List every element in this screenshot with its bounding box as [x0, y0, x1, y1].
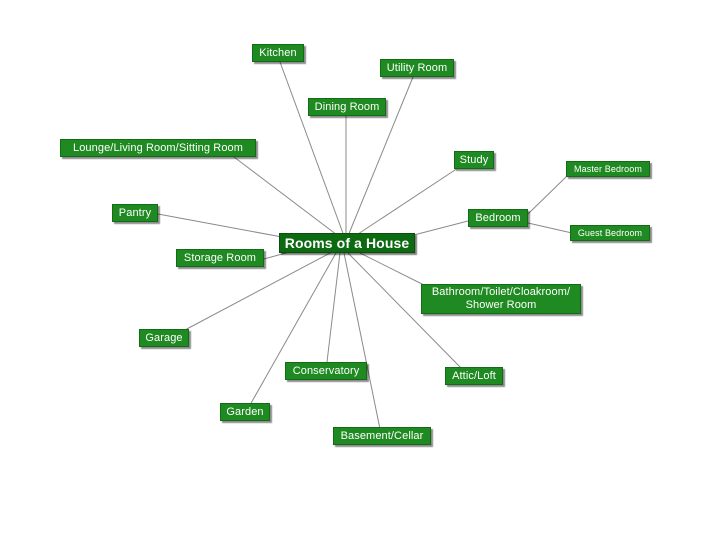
node-conservatory[interactable]: Conservatory — [285, 362, 367, 380]
node-storage-room[interactable]: Storage Room — [176, 249, 264, 267]
node-study[interactable]: Study — [454, 151, 494, 169]
link-bedroom — [409, 220, 469, 237]
link-pantry — [157, 213, 283, 238]
link-garage — [182, 251, 333, 332]
node-bathroom[interactable]: Bathroom/Toilet/Cloakroom/ Shower Room — [421, 284, 581, 314]
link-master-bedroom — [527, 174, 569, 215]
link-guest-bedroom — [527, 222, 573, 234]
node-dining-room[interactable]: Dining Room — [308, 98, 386, 116]
node-garden[interactable]: Garden — [220, 403, 270, 421]
node-garage[interactable]: Garage — [139, 329, 189, 347]
link-bathroom — [359, 252, 425, 286]
link-conservatory — [326, 252, 341, 363]
node-utility-room[interactable]: Utility Room — [380, 59, 454, 77]
link-kitchen — [279, 61, 345, 237]
link-study — [351, 167, 459, 239]
node-master-bedroom[interactable]: Master Bedroom — [566, 161, 650, 177]
node-kitchen[interactable]: Kitchen — [252, 44, 304, 62]
node-bathroom-line-2: Shower Room — [465, 299, 537, 311]
node-pantry[interactable]: Pantry — [112, 204, 158, 222]
link-basement-cellar — [343, 252, 381, 430]
link-attic-loft — [347, 252, 463, 370]
link-garden — [249, 252, 337, 406]
node-lounge[interactable]: Lounge/Living Room/Sitting Room — [60, 139, 256, 157]
link-lounge — [233, 156, 342, 239]
link-utility-room — [347, 76, 414, 237]
node-central-topic[interactable]: Rooms of a House — [279, 233, 415, 253]
node-attic-loft[interactable]: Attic/Loft — [445, 367, 503, 385]
node-basement-cellar[interactable]: Basement/Cellar — [333, 427, 431, 445]
node-bathroom-line-1: Bathroom/Toilet/Cloakroom/ — [431, 286, 571, 298]
node-bedroom[interactable]: Bedroom — [468, 209, 528, 227]
node-guest-bedroom[interactable]: Guest Bedroom — [570, 225, 650, 241]
